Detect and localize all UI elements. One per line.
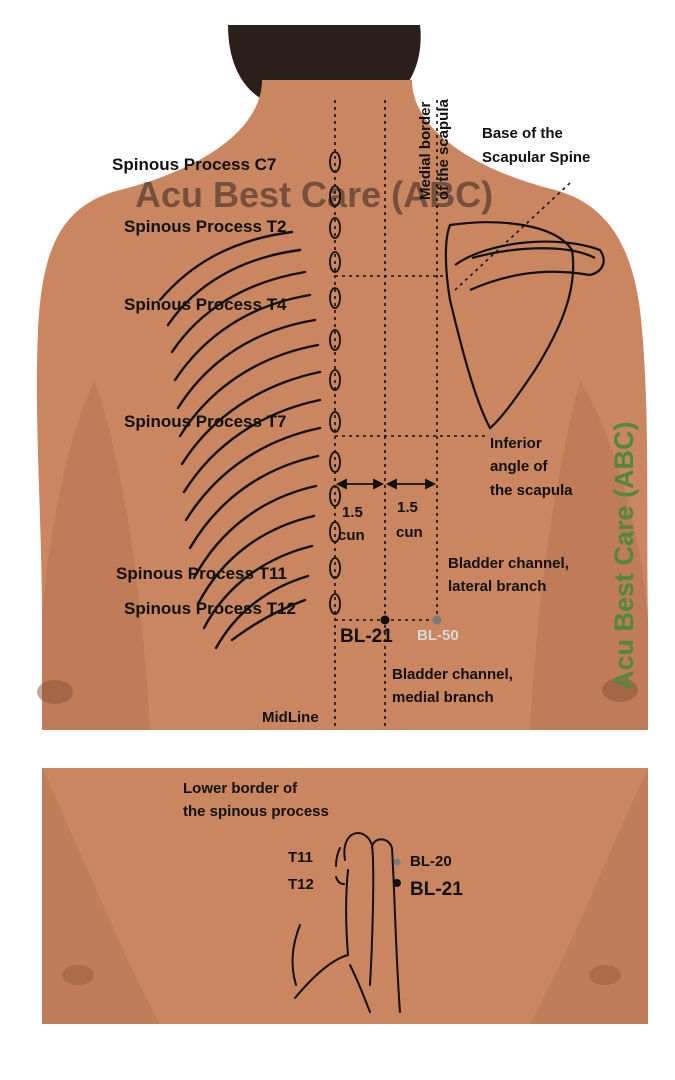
label-medial-branch: Bladder channel, medial branch: [392, 666, 517, 706]
bl21-point[interactable]: [380, 615, 390, 625]
vertebra-t5: [329, 329, 341, 351]
label-t4: Spinous Process T4: [124, 295, 287, 314]
vertebra-t4: [329, 287, 341, 309]
scapula-outline: [444, 221, 605, 430]
watermark-vertical: Acu Best Care (ABC): [609, 421, 639, 690]
lower-back-illustration: [42, 768, 648, 1024]
label-midline: MidLine: [262, 709, 319, 726]
lower-back-silhouette: [42, 768, 648, 1024]
watermark-horizontal: Acu Best Care (ABC): [135, 174, 493, 215]
label-lower-border: Lower border of the spinous process: [183, 780, 329, 820]
label-medial-border: Medial border of the scapula: [417, 97, 452, 200]
label-bl50: BL-50: [417, 627, 459, 644]
bl50-point[interactable]: [432, 615, 442, 625]
vertebra-t3: [329, 251, 341, 273]
label-cun-right: 1.5 cun: [396, 499, 423, 541]
upper-back-illustration: [36, 25, 648, 730]
back-silhouette: [36, 80, 648, 730]
right-arm-shade: [530, 380, 648, 730]
cun-arrows: [335, 478, 437, 490]
label-lateral-branch: Bladder channel, lateral branch: [448, 555, 573, 595]
left-arm-shade: [42, 380, 150, 730]
label-t12: Spinous Process T12: [124, 599, 296, 618]
label-t2: Spinous Process T2: [124, 217, 287, 236]
left-elbow: [37, 680, 73, 704]
label-c7: Spinous Process C7: [112, 155, 276, 174]
label-t12-lower: T12: [288, 876, 314, 893]
hair: [228, 25, 421, 98]
label-bl21-lower: BL-21: [410, 879, 463, 900]
scapular-spine-extension: [454, 182, 571, 291]
scapula-body: [444, 221, 575, 430]
label-inferior-angle: Inferior angle of the scapula: [490, 435, 573, 499]
bl20-point[interactable]: [393, 858, 401, 866]
label-base-scapular-spine: Base of the Scapular Spine: [482, 125, 590, 166]
label-bl20: BL-20: [410, 853, 452, 870]
label-cun-left: 1.5 cun: [338, 504, 367, 544]
label-t11: Spinous Process T11: [116, 564, 287, 583]
ribcage-lines: [158, 230, 322, 650]
label-t11-lower: T11: [288, 849, 313, 866]
hand-outline: [291, 832, 401, 1013]
label-t7: Spinous Process T7: [124, 412, 287, 431]
label-bl21-upper: BL-21: [340, 626, 393, 647]
bl21-point-lower[interactable]: [393, 879, 401, 887]
scapular-spine: [454, 240, 605, 292]
right-elbow: [602, 678, 638, 702]
vertebra-t2: [329, 217, 341, 239]
